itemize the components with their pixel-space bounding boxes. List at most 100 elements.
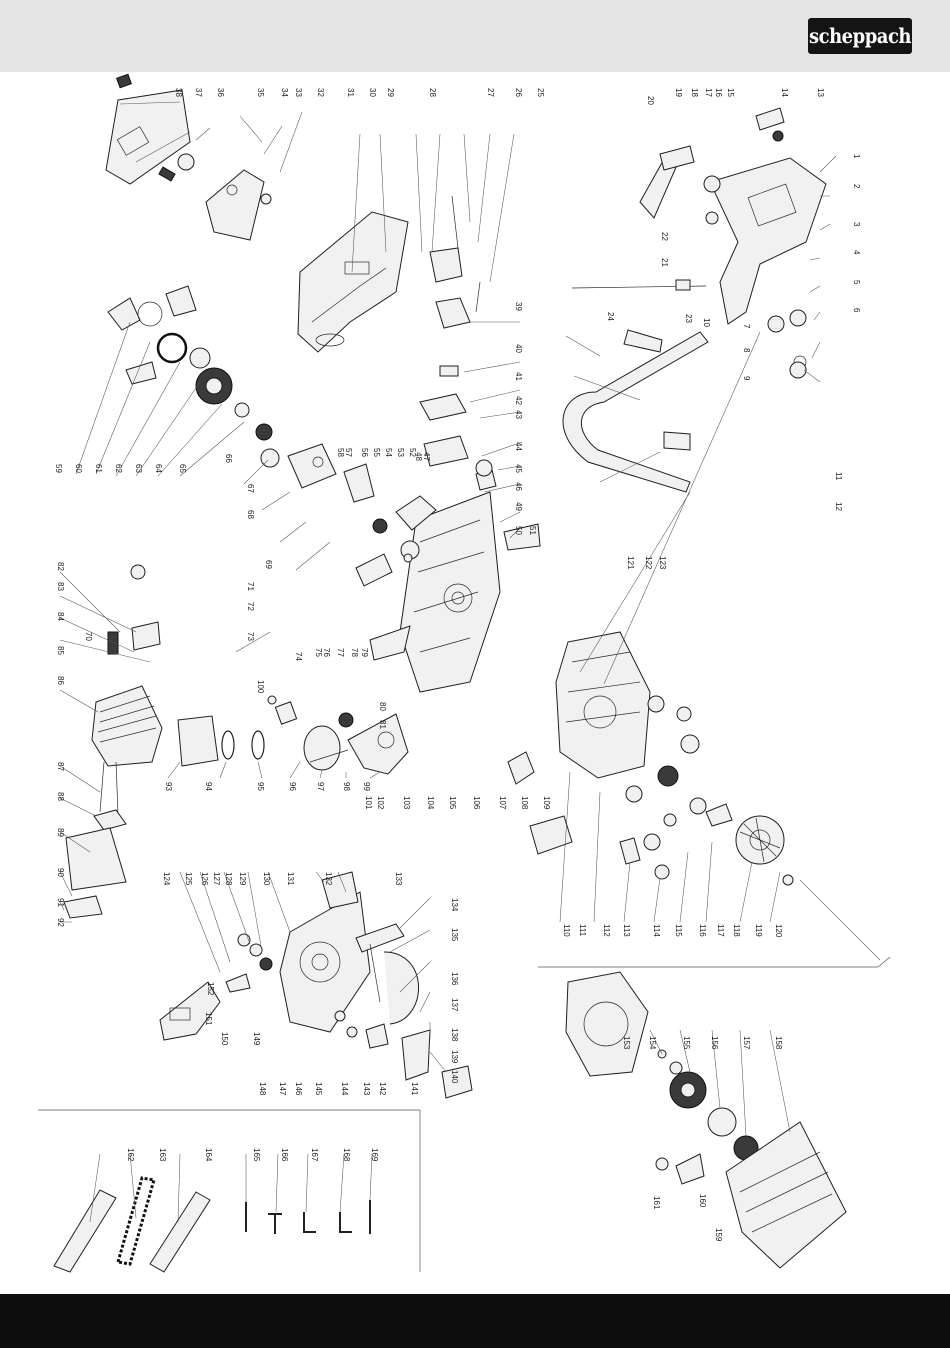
brand-name: scheppach bbox=[808, 23, 912, 49]
knob-part bbox=[116, 73, 132, 89]
saw-chain-part bbox=[116, 1176, 156, 1266]
front-handle-part bbox=[562, 331, 709, 493]
callout-64: 64 bbox=[154, 464, 163, 473]
callout-130: 130 bbox=[262, 872, 271, 886]
callout-111: 111 bbox=[578, 924, 587, 937]
callout-39: 39 bbox=[514, 302, 523, 311]
callout-103: 103 bbox=[402, 796, 411, 810]
callout-127: 127 bbox=[212, 872, 221, 886]
callout-108: 108 bbox=[520, 796, 529, 810]
callout-118: 118 bbox=[732, 924, 741, 937]
spark-plug-part bbox=[107, 631, 119, 655]
callout-46: 46 bbox=[514, 482, 523, 491]
callout-5: 5 bbox=[852, 280, 861, 285]
footer-band bbox=[0, 1294, 950, 1348]
fan-housing-part bbox=[565, 971, 649, 1077]
callout-57: 57 bbox=[344, 448, 353, 457]
callout-139: 139 bbox=[450, 1050, 459, 1064]
callout-143: 143 bbox=[362, 1082, 371, 1096]
callout-13: 13 bbox=[816, 88, 825, 97]
callout-37: 37 bbox=[194, 88, 203, 97]
callout-31: 31 bbox=[346, 88, 355, 97]
callout-82: 82 bbox=[56, 562, 65, 571]
callout-15: 15 bbox=[726, 88, 735, 97]
callout-55: 55 bbox=[372, 448, 381, 457]
callout-89: 89 bbox=[56, 828, 65, 837]
callout-153: 153 bbox=[622, 1036, 631, 1050]
callout-157: 157 bbox=[742, 1036, 751, 1050]
callout-114: 114 bbox=[652, 924, 661, 937]
handle-group bbox=[562, 107, 827, 493]
callout-23: 23 bbox=[684, 314, 693, 323]
callout-93: 93 bbox=[164, 782, 173, 791]
callout-80: 80 bbox=[378, 702, 387, 711]
callout-60: 60 bbox=[74, 464, 83, 473]
callout-158: 158 bbox=[774, 1036, 783, 1050]
callout-135: 135 bbox=[450, 928, 459, 942]
callout-148: 148 bbox=[258, 1082, 267, 1096]
callout-43: 43 bbox=[514, 410, 523, 419]
callout-133: 133 bbox=[394, 872, 403, 886]
callout-48: 48 bbox=[414, 452, 423, 461]
scheppach-logo: scheppach bbox=[808, 18, 912, 54]
callout-49: 49 bbox=[514, 502, 523, 511]
callout-25: 25 bbox=[536, 88, 545, 97]
callout-36: 36 bbox=[216, 88, 225, 97]
callout-120: 120 bbox=[774, 924, 783, 938]
starter-cover-part bbox=[725, 1121, 847, 1269]
callout-105: 105 bbox=[448, 796, 457, 810]
callout-162: 162 bbox=[126, 1148, 135, 1162]
callout-42: 42 bbox=[514, 396, 523, 405]
callout-141: 141 bbox=[410, 1082, 419, 1096]
callout-149: 149 bbox=[252, 1032, 261, 1046]
filter-part bbox=[205, 169, 265, 241]
callout-145: 145 bbox=[314, 1082, 323, 1096]
callout-124: 124 bbox=[162, 872, 171, 886]
callout-84: 84 bbox=[56, 612, 65, 621]
callout-4: 4 bbox=[852, 250, 861, 255]
callout-131: 131 bbox=[286, 872, 295, 886]
callout-75: 75 bbox=[314, 648, 323, 657]
callout-95: 95 bbox=[256, 782, 265, 791]
starter-group bbox=[565, 971, 847, 1269]
callout-138: 138 bbox=[450, 1028, 459, 1042]
callout-56: 56 bbox=[360, 448, 369, 457]
callout-54: 54 bbox=[384, 448, 393, 457]
callout-72: 72 bbox=[246, 602, 255, 611]
callout-76: 76 bbox=[322, 648, 331, 657]
side-cover-group bbox=[159, 871, 473, 1099]
callout-51: 51 bbox=[528, 526, 537, 535]
callout-121: 121 bbox=[626, 556, 635, 570]
callout-137: 137 bbox=[450, 998, 459, 1012]
callout-34: 34 bbox=[280, 88, 289, 97]
callout-65: 65 bbox=[178, 464, 187, 473]
leader-lines bbox=[59, 101, 881, 1223]
callout-168: 168 bbox=[342, 1148, 351, 1162]
callout-47: 47 bbox=[422, 452, 431, 461]
callout-144: 144 bbox=[340, 1082, 349, 1096]
callout-44: 44 bbox=[514, 442, 523, 451]
callout-22: 22 bbox=[660, 232, 669, 241]
callout-91: 91 bbox=[56, 898, 65, 907]
callout-116: 116 bbox=[698, 924, 707, 937]
callout-6: 6 bbox=[852, 308, 861, 313]
callout-101: 101 bbox=[364, 796, 373, 810]
callout-151: 151 bbox=[204, 1012, 213, 1026]
callout-142: 142 bbox=[378, 1082, 387, 1096]
callout-69: 69 bbox=[264, 560, 273, 569]
callout-102: 102 bbox=[376, 796, 385, 810]
callout-40: 40 bbox=[514, 344, 523, 353]
piston-crank-group bbox=[267, 695, 409, 775]
carburetor-housing-group bbox=[297, 195, 481, 467]
callout-10: 10 bbox=[702, 318, 711, 327]
callout-132: 132 bbox=[324, 872, 333, 886]
callout-97: 97 bbox=[316, 782, 325, 791]
callout-90: 90 bbox=[56, 868, 65, 877]
callout-85: 85 bbox=[56, 646, 65, 655]
callout-8: 8 bbox=[742, 348, 751, 353]
callout-1: 1 bbox=[852, 154, 861, 159]
cylinder-group bbox=[63, 564, 265, 919]
callout-68: 68 bbox=[246, 510, 255, 519]
housing-part bbox=[297, 211, 409, 353]
callout-74: 74 bbox=[294, 652, 303, 661]
